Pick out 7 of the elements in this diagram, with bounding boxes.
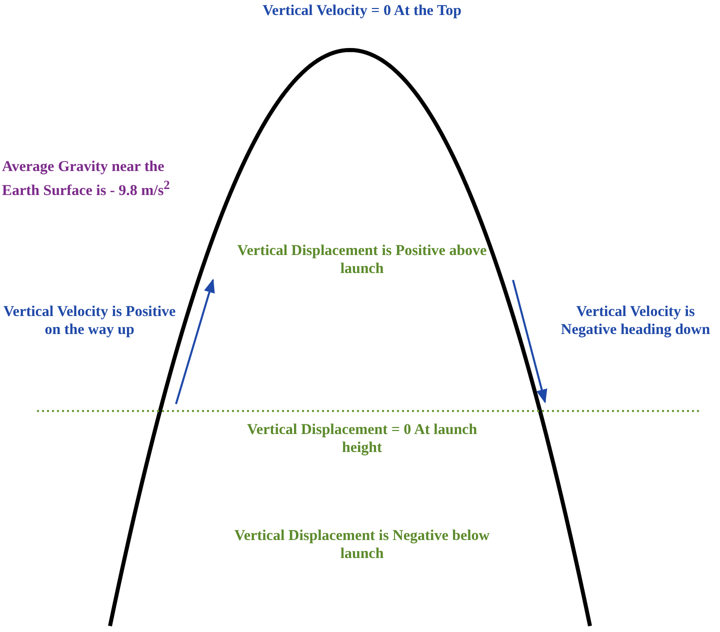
annotation-text: Vertical Displacement = 0 At launch height <box>246 421 478 457</box>
annotation-text: Vertical Velocity is Negative heading down <box>560 303 712 339</box>
annotation-text: Vertical Displacement is Positive above launch <box>236 242 488 278</box>
annotation-text: Average Gravity near the Earth Surface is - 9.8 m/s$^{2}$ <box>2 158 171 200</box>
annotation-text: Vertical Velocity = 0 At the Top <box>262 2 462 20</box>
annotation-text: Vertical Velocity is Positive on the way up <box>2 303 177 339</box>
annotation-text: Vertical Displacement is Negative below launch <box>233 527 491 563</box>
